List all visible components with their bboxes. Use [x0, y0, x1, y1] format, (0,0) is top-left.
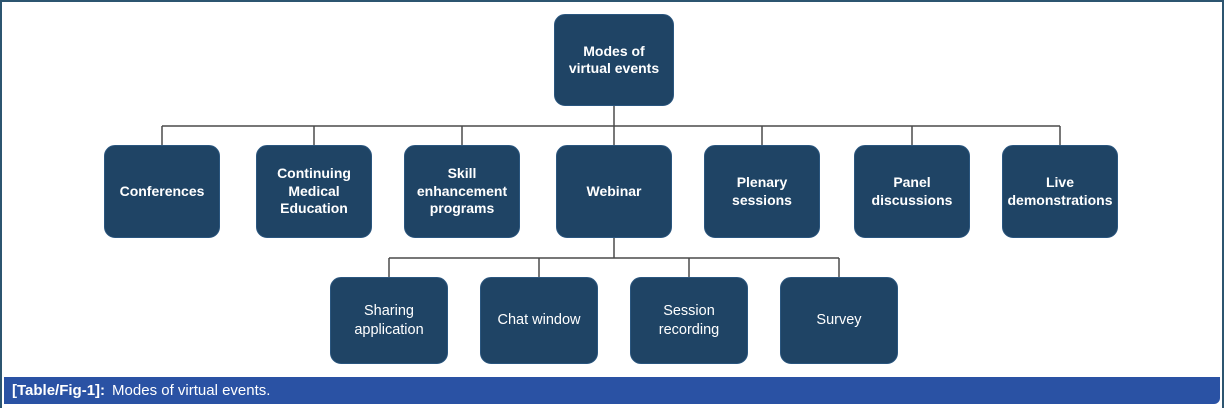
node-plenary-sessions: Plenary sessions — [704, 145, 820, 238]
node-survey: Survey — [780, 277, 898, 364]
node-conferences: Conferences — [104, 145, 220, 238]
figure-caption-bar: [Table/Fig-1]: Modes of virtual events. — [4, 377, 1220, 404]
node-session-recording: Session recording — [630, 277, 748, 364]
node-panel-discussions: Panel discussions — [854, 145, 970, 238]
figure-caption-label: [Table/Fig-1]: — [12, 382, 106, 399]
node-webinar: Webinar — [556, 145, 672, 238]
node-skill-enhancement-programs: Skill enhancement programs — [404, 145, 520, 238]
figure-caption-text: Modes of virtual events. — [112, 382, 271, 399]
node-chat-window: Chat window — [480, 277, 598, 364]
node-modes-of-virtual-events: Modes of virtual events — [554, 14, 674, 106]
node-continuing-medical-education: Continuing Medical Education — [256, 145, 372, 238]
node-live-demonstrations: Live demonstrations — [1002, 145, 1118, 238]
node-sharing-application: Sharing application — [330, 277, 448, 364]
